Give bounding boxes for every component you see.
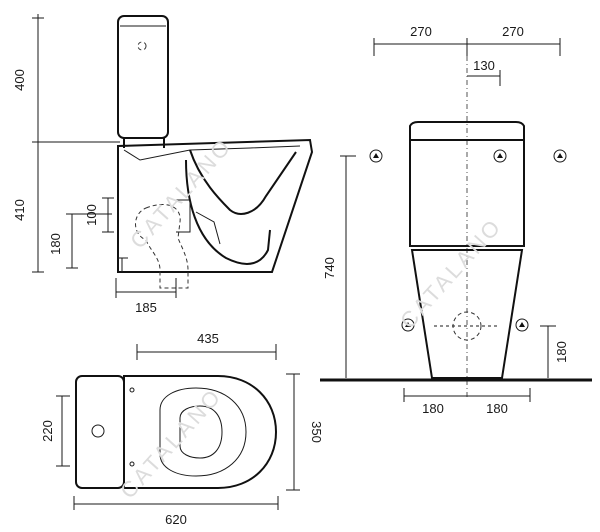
fixing-point-icon — [493, 149, 507, 163]
dim-total-740: 740 — [322, 257, 337, 279]
inlet-connector — [176, 199, 191, 233]
dim-base-left: 180 — [422, 401, 444, 416]
trap-upper — [189, 149, 297, 215]
front-view: 270 270 130 740 180 180 180 — [320, 24, 592, 416]
seat-outline — [159, 387, 247, 477]
dim-depth-435: 435 — [197, 331, 219, 346]
fixing-point-icon — [401, 318, 415, 332]
cistern-top — [75, 375, 125, 489]
dim-half-right: 270 — [502, 24, 524, 39]
bowl-side-outline — [117, 138, 314, 273]
cistern-lid-front — [409, 121, 525, 141]
flush-button-outline — [137, 41, 147, 51]
dim-outlet-180: 180 — [48, 233, 63, 255]
dim-outlet-height-180: 180 — [554, 341, 569, 363]
cistern-side — [117, 15, 169, 139]
dim-tank-220: 220 — [40, 420, 55, 442]
dim-width-350: 350 — [309, 421, 324, 443]
top-view: 435 220 350 620 CATALANO — [40, 331, 324, 527]
dim-half-left: 270 — [410, 24, 432, 39]
fixing-point-icon — [369, 149, 383, 163]
bowl-top-outline — [123, 375, 278, 489]
side-view: 400 410 180 100 185 CATA — [12, 14, 314, 315]
dim-base-right: 180 — [486, 401, 508, 416]
watermark-top: CATALANO — [115, 383, 227, 503]
dim-tank-height: 400 — [12, 69, 27, 91]
fixing-point-icon — [553, 149, 567, 163]
dim-inlet-100: 100 — [84, 204, 99, 226]
dim-offset-130: 130 — [473, 58, 495, 73]
trap-lower — [185, 159, 271, 265]
hidden-outlet — [135, 204, 189, 289]
dim-length-620: 620 — [165, 512, 187, 527]
dim-outlet-185: 185 — [135, 300, 157, 315]
watermark-side: CATALANO — [125, 133, 237, 253]
fixing-point-icon — [515, 318, 529, 332]
watermark-front: CATALANO — [395, 213, 507, 333]
pedestal-front — [410, 249, 524, 379]
bowl-opening — [179, 405, 223, 459]
flush-button — [91, 424, 105, 438]
dim-bowl-height: 410 — [12, 199, 27, 221]
